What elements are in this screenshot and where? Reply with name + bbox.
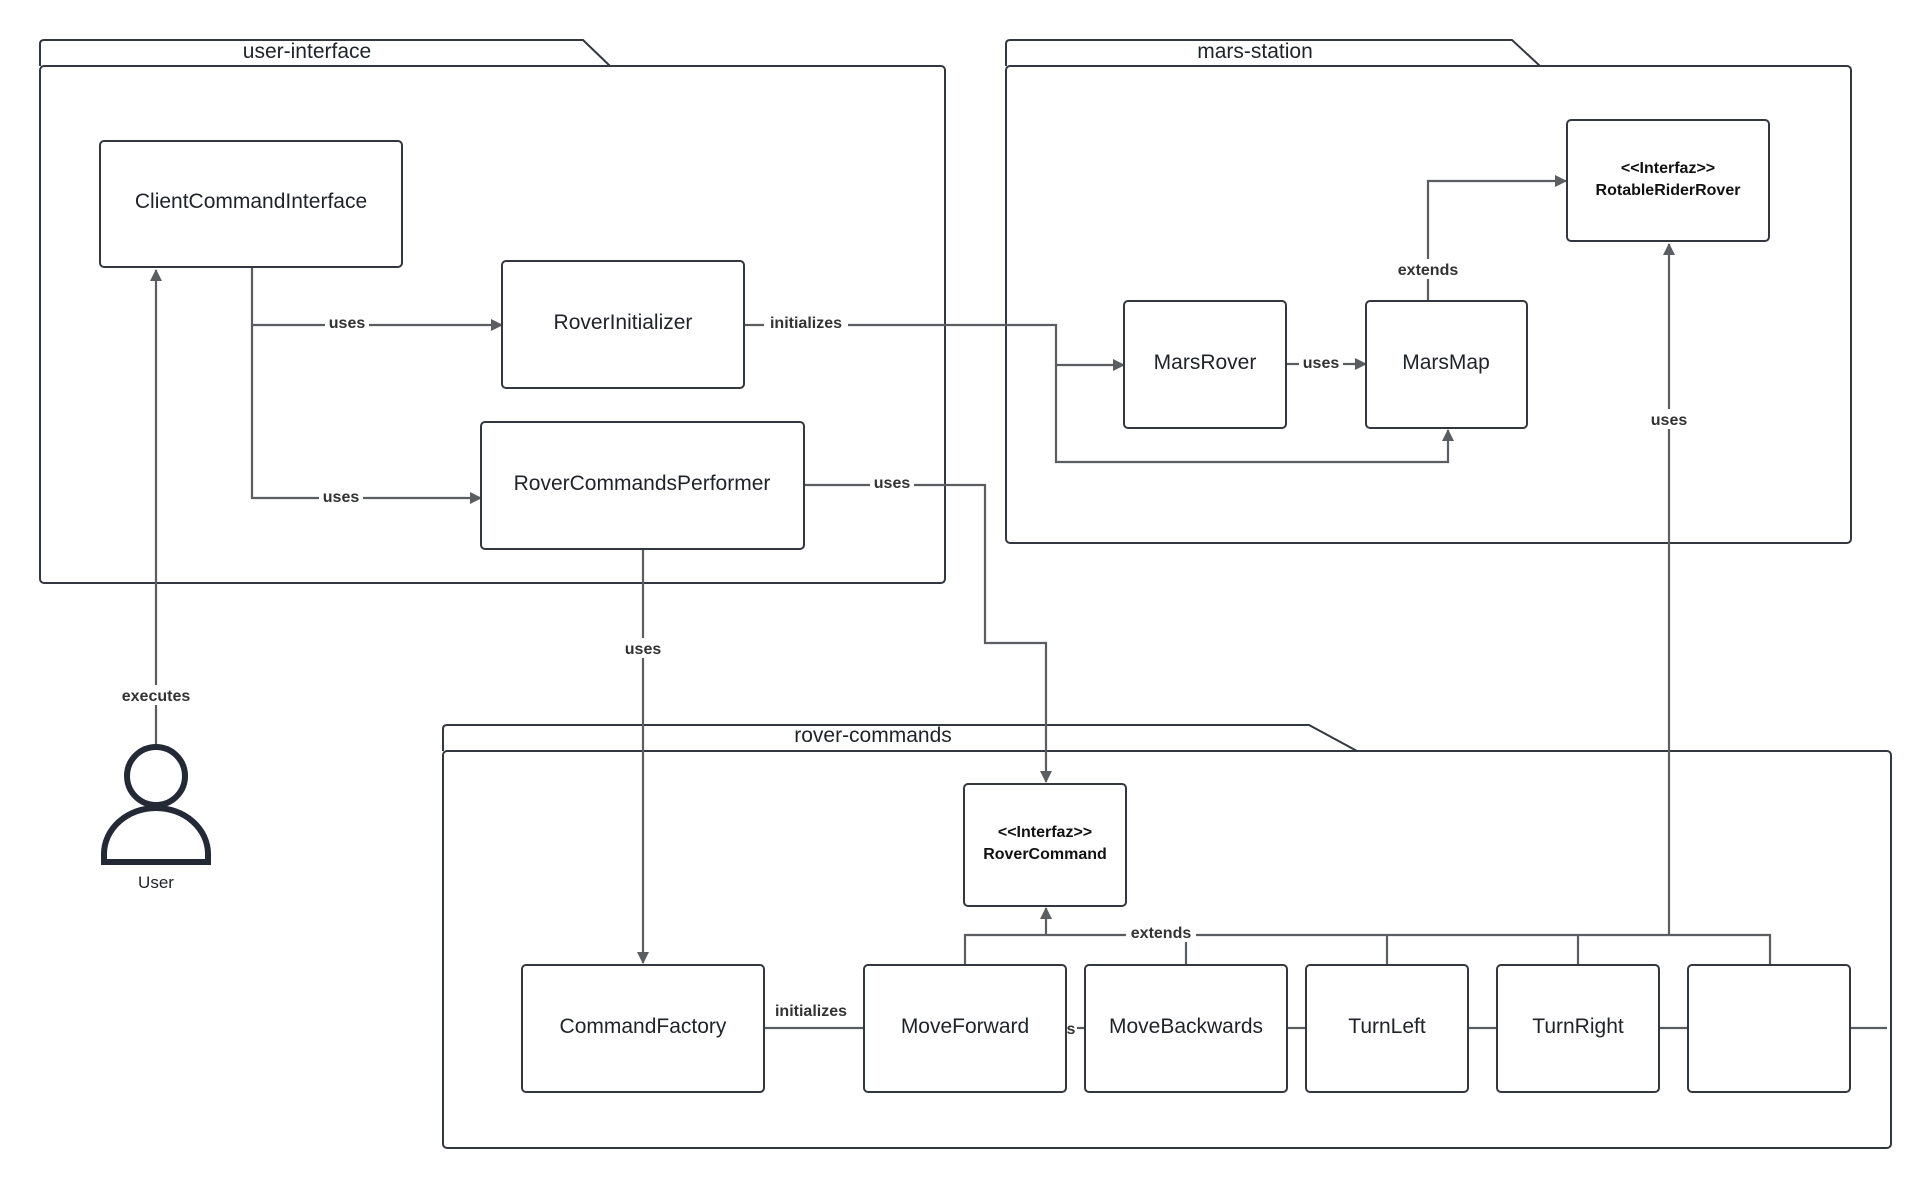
package-label-rover-commands: rover-commands xyxy=(794,724,952,747)
edge-label-initializes: initializes xyxy=(775,1003,847,1020)
edge-label-uses: uses xyxy=(874,475,911,492)
actor-label: User xyxy=(138,873,174,892)
class-turn-left[interactable]: TurnLeft xyxy=(1305,964,1469,1093)
class-name: MoveBackwards xyxy=(1109,1015,1263,1038)
class-name: RoverInitializer xyxy=(554,311,693,334)
class-move-backwards[interactable]: MoveBackwards xyxy=(1084,964,1288,1093)
relations xyxy=(150,175,1887,1030)
class-empty-command[interactable] xyxy=(1687,964,1851,1093)
class-mars-map[interactable]: MarsMap xyxy=(1365,300,1528,429)
edge-label-uses: uses xyxy=(1651,412,1688,429)
class-name: TurnRight xyxy=(1532,1015,1624,1038)
edge-label-uses: uses xyxy=(625,641,662,658)
edge-initializer-initializes-marsmap xyxy=(1054,365,1454,464)
package-label-user-interface: user-interface xyxy=(243,40,371,63)
class-name: ClientCommandInterface xyxy=(135,190,367,213)
class-name: TurnLeft xyxy=(1348,1015,1426,1038)
edge-label-initializes: initializes xyxy=(770,315,842,332)
class-name: MoveForward xyxy=(901,1015,1029,1038)
class-command-factory[interactable]: CommandFactory xyxy=(521,964,765,1093)
stereotype-label: <<Interfaz>> xyxy=(998,824,1092,841)
user-icon xyxy=(101,744,211,865)
class-name: RotableRiderRover xyxy=(1596,182,1741,199)
edge-labels: uses uses initializes uses uses uses ext… xyxy=(115,259,1691,1038)
stereotype-label: <<Interfaz>> xyxy=(1621,160,1715,177)
class-name: CommandFactory xyxy=(560,1015,727,1038)
edge-initializer-initializes-marsrover xyxy=(744,323,1125,371)
class-move-forward[interactable]: MoveForward xyxy=(863,964,1067,1093)
edge-label-fragment: s xyxy=(1067,1021,1076,1038)
class-turn-right[interactable]: TurnRight xyxy=(1496,964,1660,1093)
edge-commands-extend-bus xyxy=(963,933,1772,965)
interface-rotable-rider-rover[interactable]: <<Interfaz>> RotableRiderRover xyxy=(1566,119,1770,242)
class-name: MarsRover xyxy=(1154,351,1257,374)
class-rover-initializer[interactable]: RoverInitializer xyxy=(501,260,745,389)
class-name: RoverCommand xyxy=(983,846,1107,863)
edge-client-uses-performer xyxy=(250,325,482,504)
class-rover-commands-performer[interactable]: RoverCommandsPerformer xyxy=(480,421,805,550)
class-mars-rover[interactable]: MarsRover xyxy=(1123,300,1287,429)
package-label-mars-station: mars-station xyxy=(1197,40,1313,63)
edge-label-uses: uses xyxy=(323,489,360,506)
interface-rover-command[interactable]: <<Interfaz>> RoverCommand xyxy=(963,783,1127,907)
class-name: MarsMap xyxy=(1402,351,1490,374)
edge-label-uses: uses xyxy=(1303,355,1340,372)
edge-label-uses: uses xyxy=(329,315,366,332)
edge-label-extends: extends xyxy=(1131,925,1192,942)
class-name: RoverCommandsPerformer xyxy=(514,472,771,495)
edge-performer-uses-rovercommand xyxy=(804,483,1052,783)
edge-label-executes: executes xyxy=(122,688,191,705)
actor-user[interactable]: User xyxy=(101,744,211,892)
class-client-command-interface[interactable]: ClientCommandInterface xyxy=(99,140,403,268)
edge-label-extends: extends xyxy=(1398,262,1459,279)
